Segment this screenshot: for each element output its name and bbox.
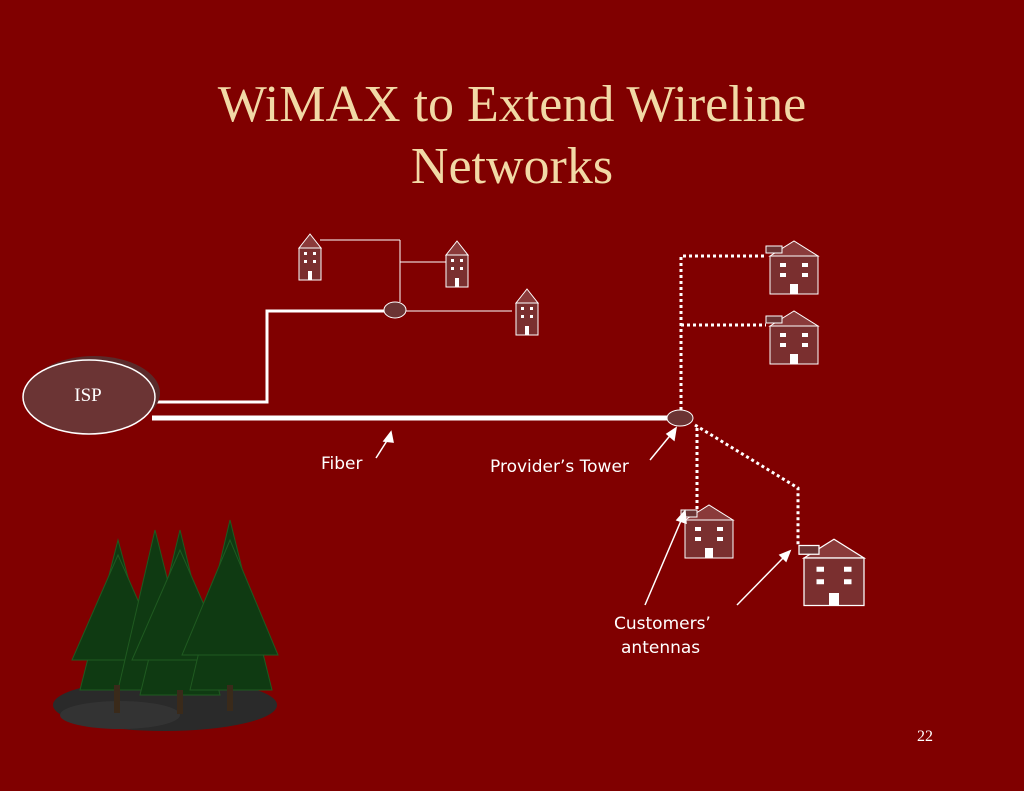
customers-antennas-label-2: antennas	[621, 638, 701, 658]
title-line-2: Networks	[410, 138, 614, 195]
provider-tower-node	[666, 409, 694, 427]
house-with-antenna-3	[680, 504, 734, 559]
building-3	[515, 288, 539, 336]
building-1	[298, 233, 322, 281]
forest-illustration	[53, 519, 279, 731]
fiber-label: Fiber	[321, 454, 363, 474]
pointer-arrows	[375, 426, 792, 606]
junction-node	[383, 301, 407, 319]
building-2	[445, 240, 469, 288]
house-with-antenna-4	[798, 538, 865, 607]
slide-title: WiMAX to Extend Wireline Networks	[0, 74, 1024, 198]
title-line-1: WiMAX to Extend Wireline	[217, 76, 807, 133]
wired-branch	[157, 239, 512, 404]
customers-antennas-label-1: Customers’	[614, 614, 711, 634]
provider-tower-label: Provider’s Tower	[490, 457, 629, 477]
house-with-antenna-2	[765, 310, 819, 365]
house-with-antenna-1	[765, 240, 819, 295]
isp-node	[22, 359, 156, 435]
wireless-links	[679, 254, 800, 545]
page-number: 22	[917, 728, 933, 745]
isp-label: ISP	[74, 385, 102, 406]
